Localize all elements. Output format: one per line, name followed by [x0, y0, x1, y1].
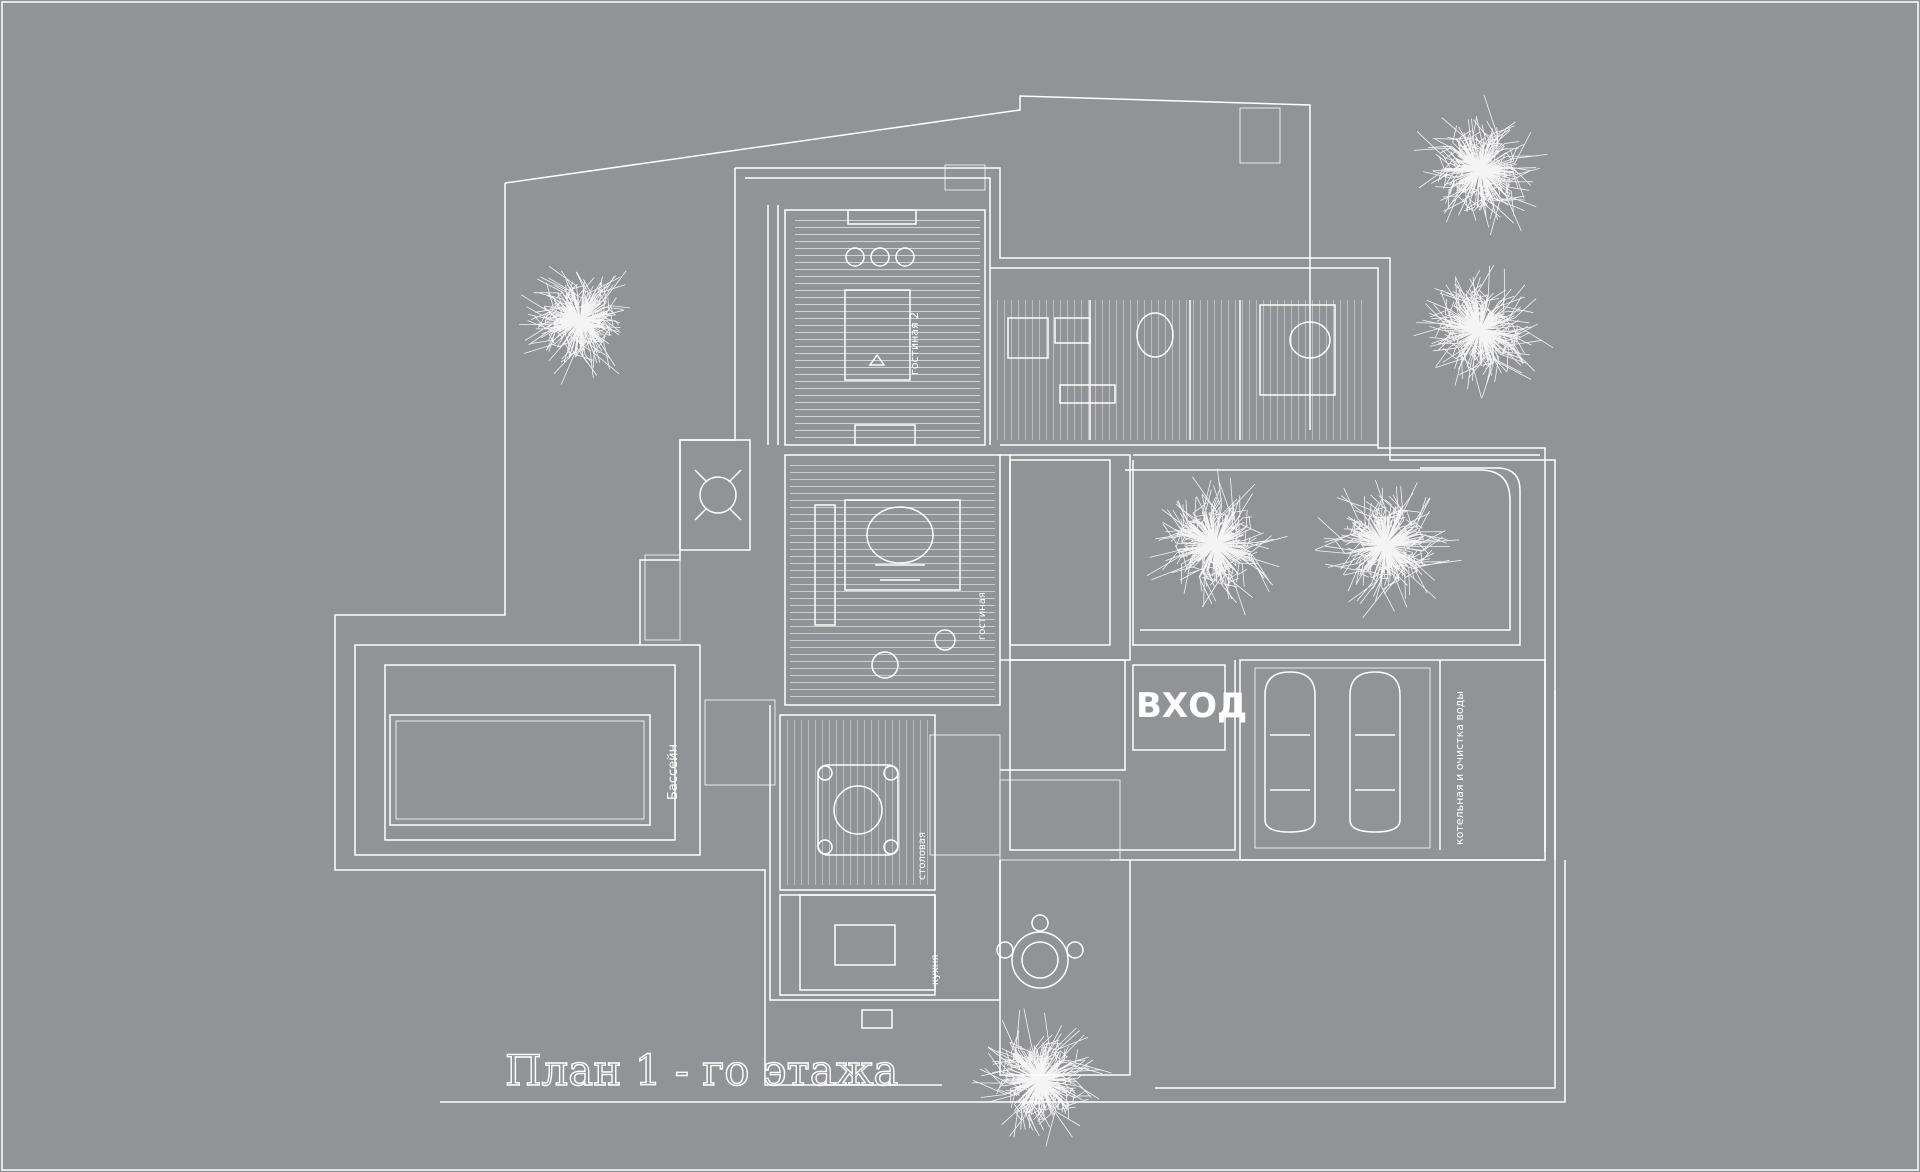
tree: [519, 265, 630, 385]
corridor-hatch: [929, 734, 1001, 856]
car-left: [1264, 671, 1316, 833]
entrance-tiles: [1132, 664, 1226, 751]
bedroom-block: [990, 300, 1365, 440]
tree: [1146, 468, 1288, 616]
pool: [354, 644, 701, 856]
tree-canopy: [1413, 264, 1554, 399]
billiard-label: гостиная 2: [908, 312, 921, 375]
corridor-tiles: [999, 779, 1121, 861]
dining-room: [785, 720, 930, 885]
tree-canopy: [519, 265, 630, 385]
living-room: [790, 460, 995, 700]
pool-label: Бассейн: [666, 744, 681, 800]
tree: [1413, 94, 1548, 236]
hall-tiles: [1009, 459, 1111, 646]
tree-canopy: [1314, 479, 1462, 619]
boiler-label: котельная и очистка воды: [1453, 691, 1466, 845]
plan-title: План 1 - го этажа: [505, 1046, 898, 1095]
tree: [1314, 479, 1462, 619]
tree: [1413, 264, 1554, 399]
tree-canopy: [1413, 94, 1548, 236]
dining-label: столовая: [917, 832, 928, 880]
garden-table: [996, 914, 1084, 989]
tree: [972, 1008, 1112, 1147]
terrace-table: [679, 439, 751, 551]
stairs: [644, 107, 1281, 786]
kitchen-label: кухня: [930, 955, 941, 985]
garage: [1239, 659, 1546, 861]
tree-canopy: [1146, 468, 1288, 616]
kitchen: [799, 894, 936, 1029]
tree-canopy: [972, 1008, 1112, 1147]
billiard-room: [795, 209, 980, 446]
trees: [519, 94, 1554, 1147]
entrance-label: ВХОД: [1136, 686, 1247, 726]
living-label: гостиная: [977, 592, 988, 640]
car-right: [1349, 671, 1401, 833]
